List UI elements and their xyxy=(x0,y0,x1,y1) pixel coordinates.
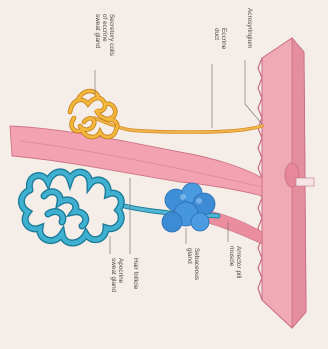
sebaceous-gland xyxy=(162,183,215,232)
label-arrector-pili: Arrector pili muscle xyxy=(228,246,242,278)
label-sebaceous-gland: Sebaceous gland xyxy=(186,248,200,280)
eccrine-sweat-gland xyxy=(70,91,262,137)
label-hair-follicle: Hair follicle xyxy=(132,258,139,289)
label-secretory-coils: Secretory coils of eccrine sweat gland xyxy=(94,14,115,56)
label-eccrine-duct: Eccrine duct xyxy=(213,28,227,49)
label-apocrine-gland: Apocrine sweat gland xyxy=(110,258,124,292)
skin-section xyxy=(258,38,314,328)
label-acrosyringium: Acrosyringium xyxy=(246,8,253,49)
